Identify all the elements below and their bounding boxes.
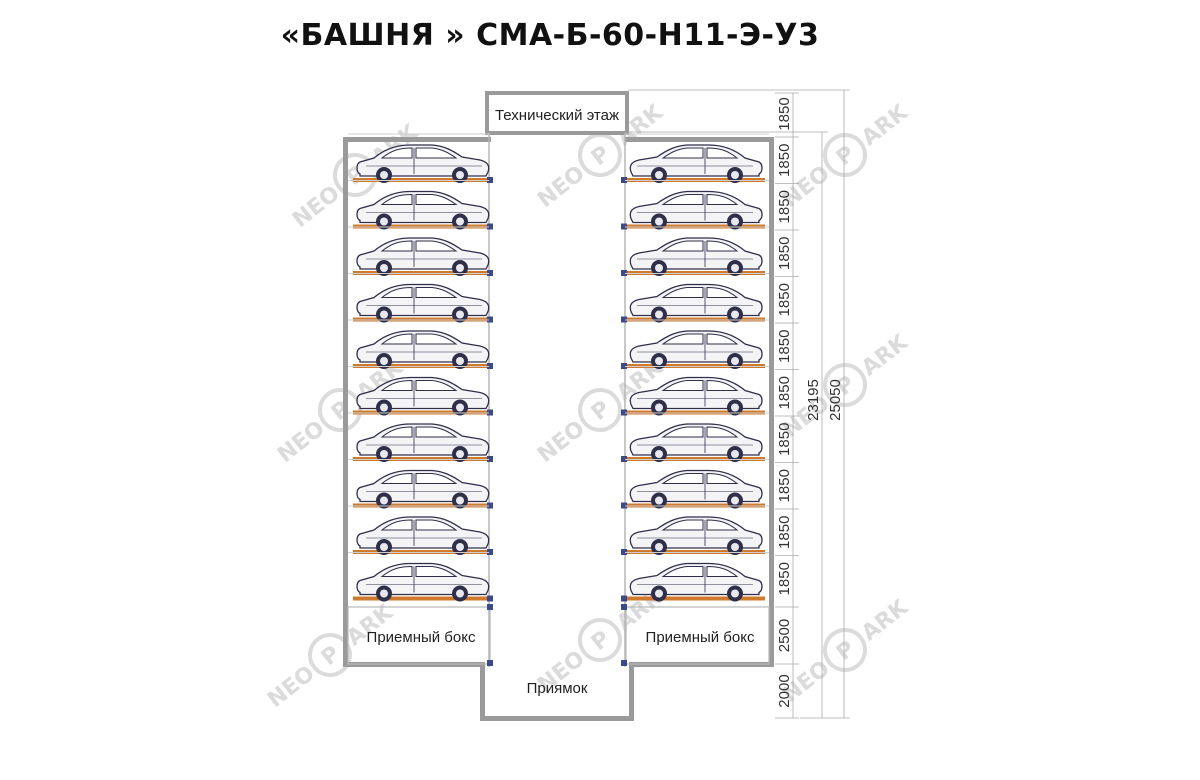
svg-text:NEO: NEO (263, 661, 319, 713)
receiving-box-right (625, 606, 770, 665)
dim-total-inner: 23195 (805, 379, 822, 421)
svg-text:P: P (587, 396, 615, 426)
tower-structure (343, 91, 774, 721)
parking-levels (348, 133, 769, 666)
dim-level: 1850 (776, 237, 793, 270)
car-left (356, 190, 490, 231)
platform-right (626, 596, 765, 601)
pit-floor (480, 716, 634, 721)
dim-level: 1850 (776, 562, 793, 595)
dim-level: 1850 (776, 190, 793, 223)
dim-level: 1850 (776, 516, 793, 549)
car-right (629, 190, 763, 231)
receiving-box-left (347, 606, 491, 665)
right-outer-wall (769, 137, 774, 664)
car-left (356, 516, 490, 556)
dim-level: 1850 (776, 283, 793, 316)
diagram-title: «БАШНЯ » СМА-Б-60-Н11-Э-У3 (280, 18, 820, 53)
dim-level: 1850 (776, 376, 793, 409)
car-left (356, 423, 490, 463)
svg-text:NEO: NEO (288, 181, 344, 233)
svg-text:P: P (317, 641, 345, 671)
car-right (629, 237, 763, 277)
dimension-lines: 1850 1850 1850 1850 1850 1850 1850 1850 1850 1850… (628, 89, 850, 719)
dim-level: 1850 (776, 423, 793, 456)
dim-level: 1850 (776, 330, 793, 363)
car-right (629, 144, 763, 184)
pit-right-wall (629, 662, 634, 720)
dim-pit: 2000 (776, 674, 793, 707)
svg-text:NEO: NEO (533, 161, 589, 213)
dim-level: 1850 (776, 144, 793, 177)
left-roof (343, 137, 491, 142)
svg-text:NEO: NEO (533, 416, 589, 468)
car-right (629, 283, 763, 324)
car-left (356, 237, 490, 277)
technical-floor-box (485, 91, 629, 135)
receiving-box-left-label: Приемный бокс (367, 629, 476, 646)
pit-label: Приямок (527, 680, 588, 697)
svg-text:P: P (587, 626, 615, 656)
car-left (356, 469, 490, 510)
car-right (629, 423, 763, 463)
svg-text:NEO: NEO (273, 416, 329, 468)
svg-text:ARK: ARK (857, 595, 913, 647)
svg-text:P: P (587, 141, 615, 171)
svg-text:P: P (832, 141, 860, 171)
pit-left-wall (480, 662, 485, 720)
dim-level: 1850 (776, 469, 793, 502)
car-right (629, 469, 763, 510)
receiving-box-right-label: Приемный бокс (646, 629, 755, 646)
car-left (356, 562, 490, 603)
platform-left (353, 596, 490, 601)
svg-text:P: P (832, 636, 860, 666)
dim-total-outer: 25050 (827, 379, 844, 421)
left-outer-wall (343, 137, 348, 664)
svg-text:ARK: ARK (857, 330, 913, 382)
svg-text:ARK: ARK (857, 100, 913, 152)
dim-tech-floor: 1850 (776, 97, 793, 130)
dim-box: 2500 (776, 619, 793, 652)
svg-text:P: P (327, 396, 355, 426)
car-left (356, 283, 490, 324)
car-right (629, 516, 763, 556)
technical-floor-label: Технический этаж (495, 107, 619, 124)
car-left (356, 330, 490, 370)
right-roof (625, 137, 774, 142)
